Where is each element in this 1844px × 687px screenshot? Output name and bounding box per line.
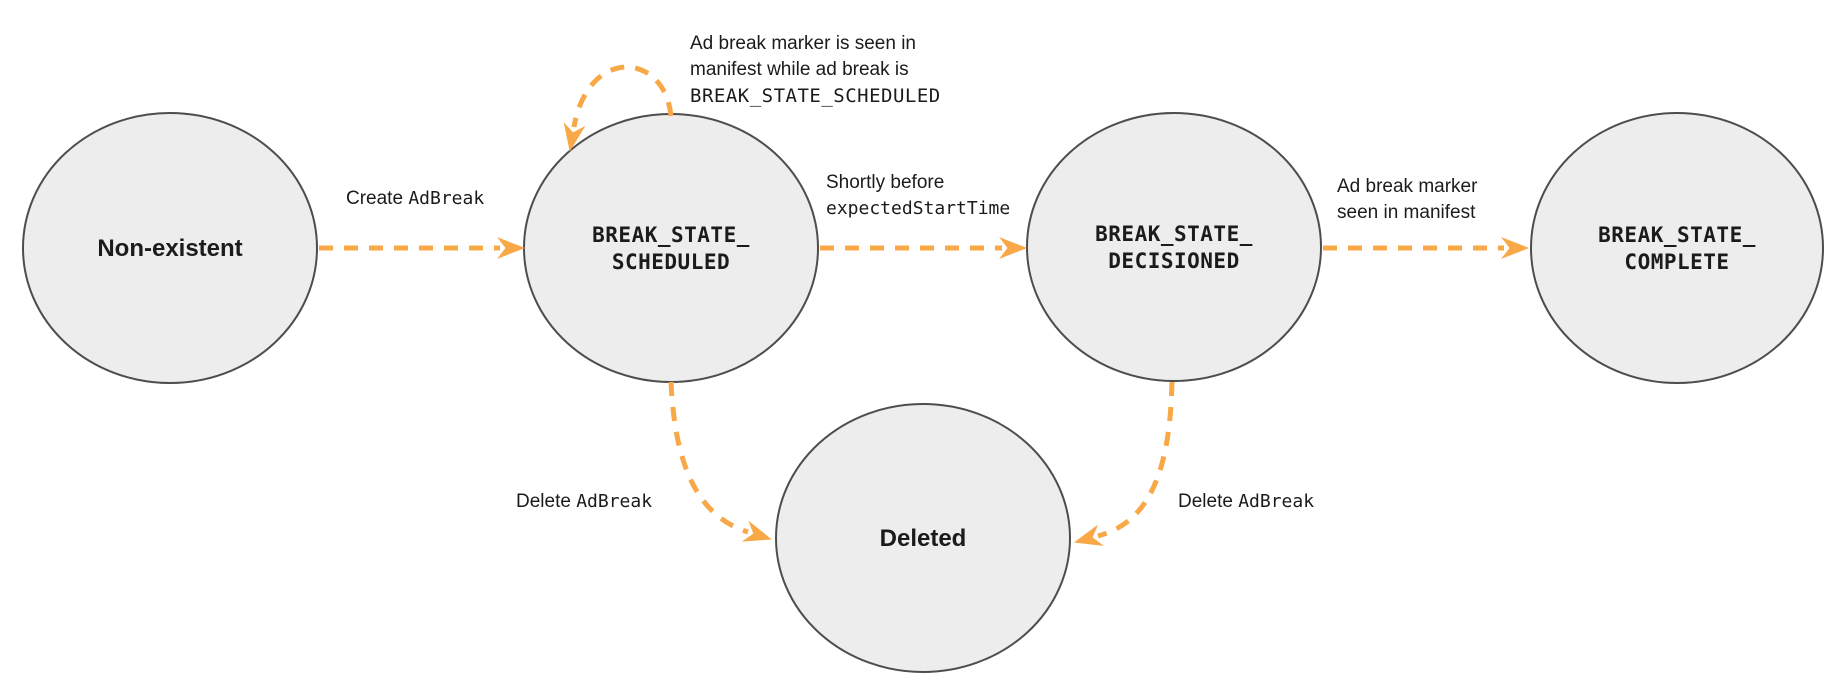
transition-label-text: seen in manifest	[1337, 202, 1476, 223]
state-label-non-existent: Non-existent	[97, 235, 243, 263]
transition-label-text: Create	[346, 188, 409, 209]
state-label-line: BREAK_STATE_	[1598, 223, 1756, 247]
state-node-deleted	[775, 403, 1071, 673]
transition-label-create-adbreak: Create AdBreak	[346, 186, 484, 212]
transition-label-marker-seen: Ad break marker seen in manifest	[1337, 174, 1477, 226]
state-node-non-existent	[22, 112, 318, 384]
transition-label-text: Delete	[1178, 491, 1239, 512]
transition-label-text: Ad break marker is seen in	[690, 33, 916, 54]
state-label-line: DECISIONED	[1108, 249, 1240, 273]
state-label-line: BREAK_STATE_	[592, 223, 750, 247]
state-label-break-state-decisioned: BREAK_STATE_ DECISIONED	[1095, 221, 1253, 275]
transition-label-self-loop: Ad break marker is seen in manifest whil…	[690, 31, 941, 109]
transition-label-text: Ad break marker	[1337, 176, 1478, 197]
transition-label-code: AdBreak	[576, 491, 653, 512]
transition-arrow-delete-from-decisioned	[1073, 381, 1175, 546]
transition-arrow-delete-from-scheduled	[668, 381, 772, 542]
state-label-break-state-scheduled: BREAK_STATE_ SCHEDULED	[592, 222, 750, 276]
transition-label-shortly-before-start: Shortly before expectedStartTime	[826, 170, 1010, 222]
state-label-line: SCHEDULED	[611, 250, 731, 274]
transition-label-delete-from-scheduled: Delete AdBreak	[516, 489, 652, 515]
transition-label-code: expectedStartTime	[826, 198, 1011, 219]
state-label-break-state-complete: BREAK_STATE_ COMPLETE	[1598, 222, 1756, 276]
transition-label-delete-from-decisioned: Delete AdBreak	[1178, 489, 1314, 515]
state-label-deleted: Deleted	[879, 525, 967, 553]
transition-label-code: BREAK_STATE_SCHEDULED	[690, 85, 941, 107]
transition-label-text: Shortly before	[826, 172, 945, 193]
transition-arrow-self-loop-scheduled	[563, 64, 674, 152]
state-node-break-state-decisioned	[1026, 112, 1322, 382]
transition-label-text: manifest while ad break is	[690, 59, 909, 80]
transition-label-code: AdBreak	[408, 188, 485, 209]
transition-label-text: Delete	[516, 491, 577, 512]
state-node-break-state-complete	[1530, 112, 1824, 384]
state-label-line: BREAK_STATE_	[1095, 222, 1253, 246]
transition-label-code: AdBreak	[1238, 491, 1315, 512]
state-label-line: COMPLETE	[1624, 250, 1730, 274]
